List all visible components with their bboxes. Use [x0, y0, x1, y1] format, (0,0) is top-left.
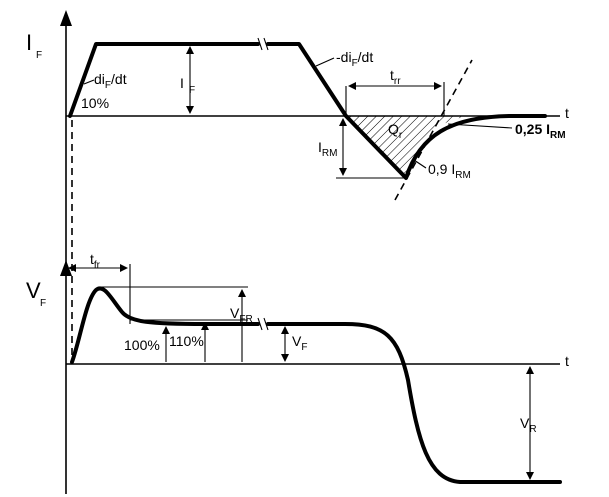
curve-break-mark — [257, 317, 263, 331]
irm-025-label: 0,25 IRM — [515, 121, 566, 141]
voltage-t-label: t — [565, 353, 569, 369]
trr-label: trr — [390, 67, 401, 87]
irm-label: IRM — [318, 139, 337, 159]
tangent-dashed-line — [394, 59, 473, 201]
if-amplitude-label: I — [180, 75, 184, 91]
vr-label: VR — [520, 415, 537, 435]
vfr-label: VFR — [230, 305, 253, 325]
current-graph: I F t I F diF/dt 10% -diF/dt trr Qr — [26, 10, 569, 494]
curve-break-mark — [263, 317, 269, 331]
current-t-label: t — [565, 105, 569, 121]
vf-label: VF — [292, 333, 307, 353]
fall-slope-label: -diF/dt — [336, 49, 373, 69]
curve-break-mark — [257, 37, 263, 51]
vf-axis-label-sub: F — [40, 298, 46, 309]
if-axis-arrowhead — [60, 10, 72, 26]
ten-percent-label: 10% — [81, 95, 109, 111]
pct-110-label: 110% — [169, 333, 204, 349]
if-axis-label: I — [26, 30, 32, 55]
if-amplitude-label-sub: F — [189, 85, 195, 96]
irm-09-label: 0,9 IRM — [428, 161, 471, 181]
fall-slope-leader — [315, 57, 335, 67]
voltage-graph: V F t tfr VFR 100% 110% VF VR — [26, 251, 569, 484]
irm-09-leader — [413, 159, 427, 169]
qr-hatched-area — [346, 116, 470, 178]
vf-axis-arrowhead — [60, 260, 72, 276]
vf-axis-label: V — [26, 278, 41, 303]
curve-break-mark — [263, 37, 269, 51]
if-axis-label-sub: F — [36, 50, 42, 61]
forward-voltage-curve — [70, 286, 562, 484]
pct-100-label: 100% — [124, 337, 160, 353]
rise-slope-label: diF/dt — [94, 71, 127, 91]
forward-current-curve — [68, 42, 547, 180]
rise-slope-leader — [83, 79, 95, 85]
tfr-label: tfr — [90, 251, 101, 271]
irm-025-leader — [447, 123, 513, 129]
qr-label: Qr — [388, 121, 403, 141]
